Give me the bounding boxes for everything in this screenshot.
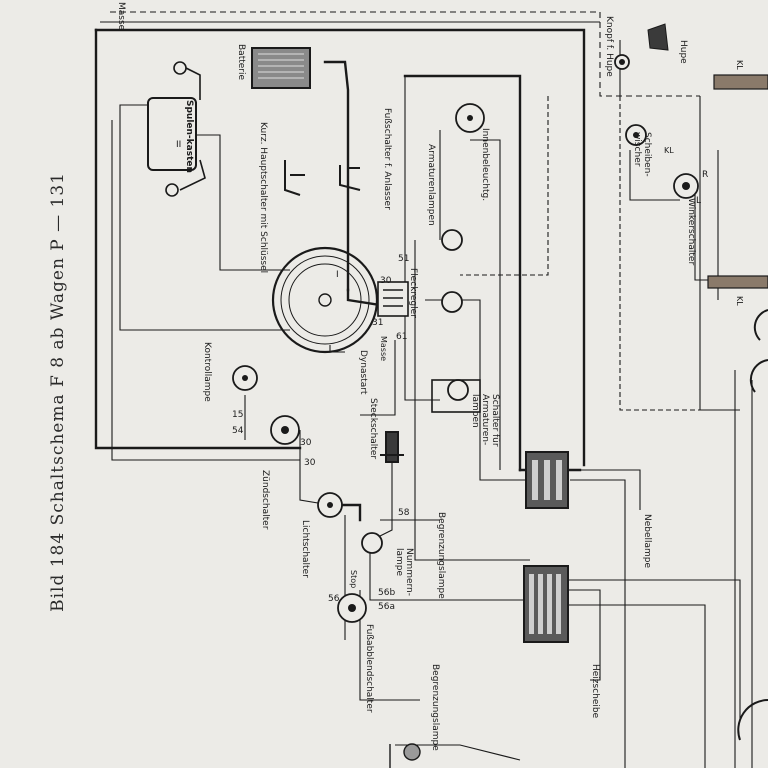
label-nebellampe: Nebellampe (642, 514, 652, 569)
label-armaturenlampen: Armaturenlampen (426, 144, 436, 226)
label-masse-mid: Masse (379, 336, 388, 362)
dash-switch-box (431, 379, 481, 413)
main-wire-loop (94, 28, 302, 450)
label-fleckregler: Fleckregler (408, 268, 418, 318)
wire-stecker (371, 450, 393, 541)
terminal-15: 15 (232, 410, 244, 420)
label-steckschalter: Steckschalter (368, 398, 378, 460)
plug-switch-symbol (380, 431, 404, 463)
wire-fuse-right-4 (568, 604, 706, 768)
wire-winker (694, 180, 718, 281)
wire-right-dashed-2 (460, 96, 549, 276)
label-zuendschalter: Zündschalter (260, 470, 270, 530)
label-hupe: Hupe (678, 40, 688, 64)
terminal-61: 61 (396, 332, 408, 342)
caption-text: Bild 184 Schaltschema F 8 ab Wagen P — 1… (48, 172, 68, 612)
terminal-56: 56 (328, 594, 340, 604)
terminal-54: 54 (232, 426, 244, 436)
label-kl-bottom: KL (735, 296, 744, 306)
right-terminal-blocks (707, 74, 768, 289)
wire-arm (404, 76, 440, 401)
wire-fuse-right-3 (568, 589, 601, 681)
label-spulenkasten: Spulen-kasten (184, 100, 194, 173)
coil-box-symbol (147, 61, 206, 197)
fuse-box-1 (525, 451, 569, 509)
label-winkerschalter: Winkerschalter (686, 198, 696, 266)
label-batterie: Batterie (236, 44, 246, 81)
main-wire-top (94, 28, 586, 467)
right-main-wire (403, 74, 522, 472)
wire-fuse-right-5 (568, 579, 741, 720)
figure-caption: Bild 184 Schaltschema F 8 ab Wagen P — 1… (48, 172, 82, 642)
terminal-31: 31 (372, 318, 384, 328)
label-schalter-armaturenlampen: Schalter für Armaturen-lampen (470, 394, 500, 447)
terminal-58: 58 (398, 508, 410, 518)
terminal-l: L (696, 196, 702, 206)
terminal-56a: 56a (378, 602, 395, 612)
lamp-centers (242, 59, 690, 612)
fuse-box-2 (523, 565, 569, 643)
label-masse-top: Masse (116, 2, 126, 31)
horn-symbol (647, 23, 669, 51)
label-knopf-hupe: Knopf f. Hupe (604, 16, 614, 77)
wire-fuse-right-2 (570, 479, 626, 768)
wire-fuse-right-1 (570, 469, 641, 510)
label-nummernlampe: Nummern-lampe (394, 548, 414, 597)
label-fussabblendschalter: Fußabblendschalter (364, 624, 374, 713)
label-stop: Stop (349, 570, 358, 589)
label-hauptschalter: Kurz. Hauptschalter mit Schlüssel (258, 122, 268, 274)
label-begrenzungslampe-1: Begrenzungslampe (436, 512, 446, 599)
label-lichtschalter: Lichtschalter (300, 520, 310, 578)
wire-coil (119, 104, 290, 331)
terminal-kl: KL (664, 146, 674, 155)
regulator-symbol (377, 281, 409, 317)
right-lamp-arcs (737, 309, 768, 741)
wire-dash-right (599, 12, 700, 97)
terminal-51: 51 (398, 254, 410, 264)
wire-scheiben (629, 150, 680, 201)
wire-licht-2 (369, 540, 525, 601)
wire-s1 (414, 240, 530, 561)
label-fussschalter-anlasser: Fußschalter f. Anlasser (382, 108, 392, 210)
terminal-56b: 56b (378, 588, 396, 598)
label-heizscheibe: Heizscheibe (590, 664, 600, 719)
terminal-30-regulator: 30 (380, 276, 392, 286)
label-begrenzungslampe-2: Begrenzungslampe (430, 664, 440, 751)
label-kontrollampe: Kontrollampe (202, 342, 212, 402)
terminal-30a: 30 (300, 438, 312, 448)
wire-bottom-1 (359, 590, 420, 701)
wire-right-dashed (619, 96, 700, 411)
ground-symbol (389, 743, 421, 768)
label-dynastart: Dynastart (358, 350, 368, 395)
label-kl-top: KL (735, 60, 744, 70)
terminal-30b: 30 (304, 458, 316, 468)
wire-coil-2 (111, 120, 300, 461)
wire-innen (470, 139, 501, 470)
label-scheibenwischer: Scheiben-wischer (632, 132, 652, 177)
battery-symbol (251, 47, 311, 89)
starter-cable (346, 288, 382, 307)
wire-s3 (360, 340, 396, 416)
wire-right-vert-1 (699, 96, 740, 411)
label-innenbeleuchtung: Innenbeleuchtg. (480, 128, 490, 202)
terminal-roman-2: II (176, 140, 182, 150)
terminal-r: R (702, 170, 709, 180)
battery-lead (323, 60, 350, 292)
dynastart-symbol (271, 246, 379, 354)
terminal-roman-1: I (336, 270, 339, 280)
switch-symbols (284, 160, 361, 196)
